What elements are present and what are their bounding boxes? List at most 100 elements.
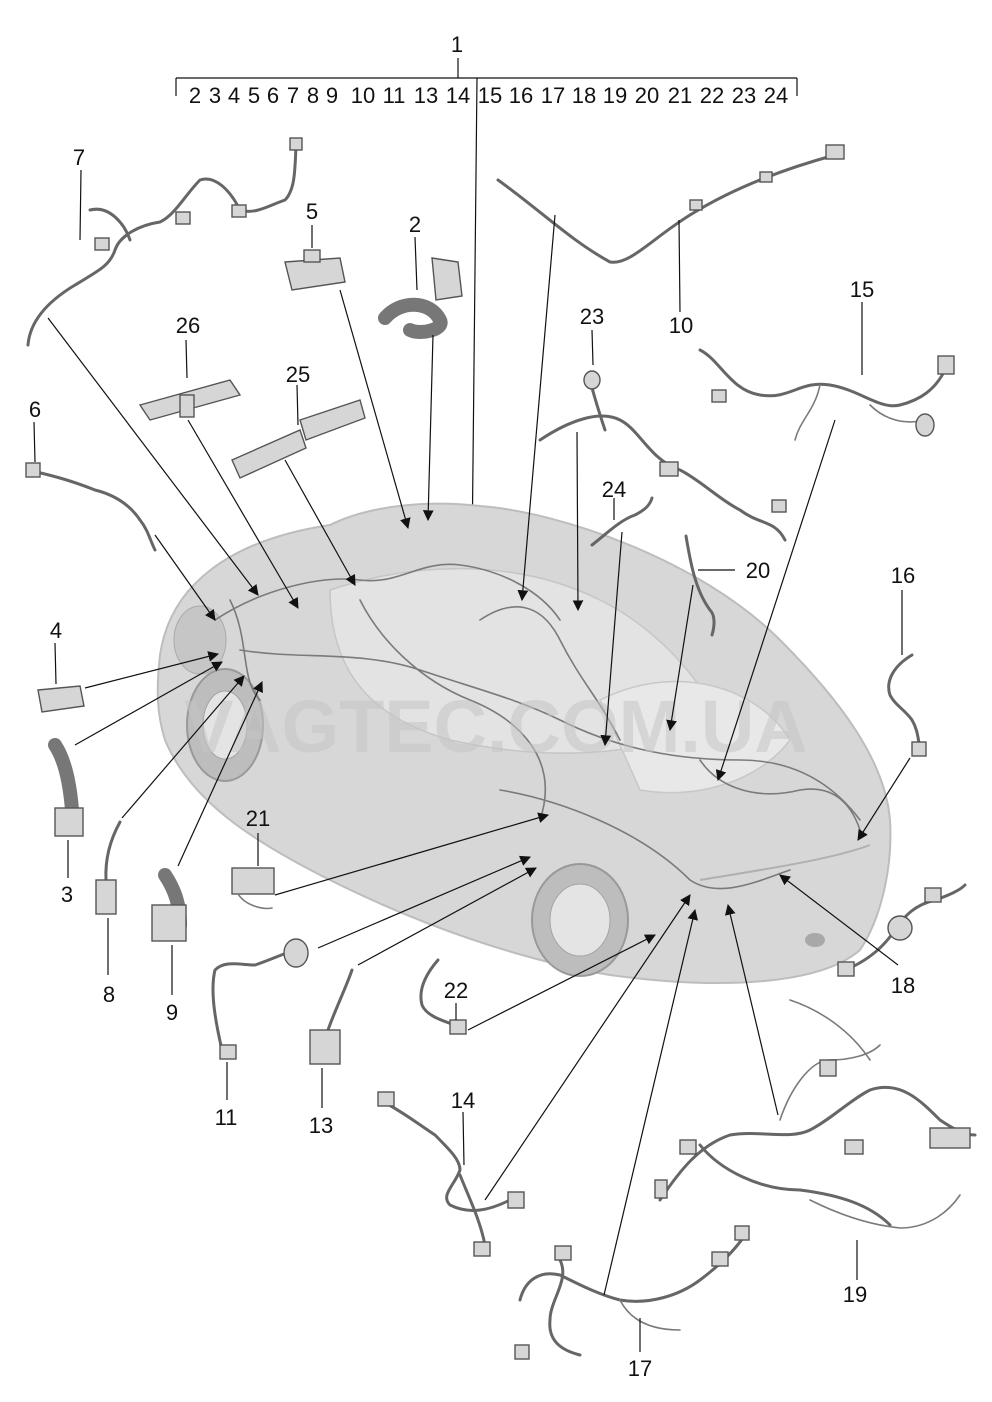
part-23-connector bbox=[659, 461, 679, 477]
part-15-wire bbox=[698, 348, 947, 408]
part-9-body bbox=[151, 904, 187, 942]
leader-19 bbox=[724, 903, 779, 1116]
part-10-clip bbox=[689, 199, 703, 211]
part-19-connector bbox=[819, 1059, 837, 1077]
part-7-connector bbox=[231, 204, 247, 218]
leader-16 bbox=[857, 757, 911, 841]
part-22-connector bbox=[449, 1019, 467, 1035]
leader-22 bbox=[467, 934, 656, 1031]
body-harness-trace bbox=[479, 606, 621, 741]
bracket-sub-label: 22 bbox=[700, 83, 724, 108]
bracket-sub-label: 8 bbox=[307, 83, 319, 108]
bracket-sub-label: 13 bbox=[414, 83, 438, 108]
leader-23-stem bbox=[591, 329, 594, 366]
part-23-connector bbox=[771, 499, 787, 513]
part-3-tube bbox=[48, 738, 79, 817]
part-2-tube bbox=[378, 297, 448, 339]
part-26-tab bbox=[179, 394, 195, 418]
bracket-sub-label: 20 bbox=[635, 83, 659, 108]
part-19-fusebox bbox=[929, 1127, 971, 1149]
leader-4-stem bbox=[54, 642, 57, 685]
car-body bbox=[156, 502, 892, 984]
part-18-wire bbox=[843, 883, 967, 972]
bracket-sub-label: 21 bbox=[668, 83, 692, 108]
part-22-wire bbox=[419, 958, 467, 1035]
leader-17 bbox=[603, 908, 699, 1296]
leader-14-stem bbox=[462, 1111, 465, 1166]
bracket-sub-label: 6 bbox=[267, 83, 279, 108]
callout-4: 4 bbox=[50, 618, 62, 643]
leader-2 bbox=[422, 334, 434, 522]
callout-9: 9 bbox=[166, 1000, 178, 1025]
callout-8: 8 bbox=[103, 982, 115, 1007]
part-18-connector bbox=[837, 961, 855, 977]
part-14-branch bbox=[458, 1173, 487, 1247]
part-19-branch bbox=[809, 1194, 961, 1229]
leader-18 bbox=[779, 874, 899, 966]
leader-4 bbox=[84, 651, 220, 689]
part-20-wire-body bbox=[684, 534, 716, 637]
part-10-connector bbox=[825, 144, 845, 160]
body-harness-trace bbox=[499, 789, 791, 890]
part-18-harness bbox=[837, 883, 967, 977]
leader-2-stem bbox=[414, 236, 418, 291]
bracket-sub-label: 23 bbox=[732, 83, 756, 108]
part-14-wire bbox=[378, 1098, 512, 1212]
body-harness-trace bbox=[214, 563, 561, 621]
part-25-right bbox=[299, 399, 366, 441]
callout-17: 17 bbox=[628, 1356, 652, 1381]
rear-bumper-line bbox=[699, 844, 871, 881]
part-7-connector bbox=[94, 237, 110, 251]
callout-7: 7 bbox=[73, 145, 85, 170]
part-13-sensor bbox=[309, 968, 354, 1065]
part-5-sensor bbox=[284, 249, 346, 291]
part-11-wire bbox=[211, 948, 297, 1052]
watermark: VAGTEC.COM.UA bbox=[184, 685, 808, 768]
callout-25: 25 bbox=[286, 362, 310, 387]
callout-13: 13 bbox=[309, 1113, 333, 1138]
part-15-connector bbox=[937, 355, 955, 375]
callout-23: 23 bbox=[580, 304, 604, 329]
bracket-sub-label: 11 bbox=[383, 83, 406, 108]
part-17-wire bbox=[518, 1233, 747, 1303]
part-15-branch bbox=[794, 384, 821, 441]
leader-7-stem bbox=[79, 169, 82, 241]
callout-15: 15 bbox=[850, 277, 874, 302]
part-17-harness bbox=[514, 1225, 750, 1360]
part-19-connector bbox=[654, 1179, 668, 1199]
leader-25-stem bbox=[296, 384, 299, 426]
part-21-wire bbox=[237, 893, 273, 910]
bracket-sub-label: 19 bbox=[603, 83, 627, 108]
callout-10: 10 bbox=[669, 313, 693, 338]
callout-26: 26 bbox=[176, 313, 200, 338]
part-10-wire bbox=[496, 153, 837, 264]
bracket-sub-label: 9 bbox=[326, 83, 338, 108]
part-7-connector bbox=[175, 211, 191, 225]
rear-deck bbox=[599, 680, 791, 794]
leader-14 bbox=[484, 894, 691, 1201]
callout-19: 19 bbox=[843, 1282, 867, 1307]
part-2-connector bbox=[431, 257, 463, 301]
part-15-plug bbox=[915, 413, 935, 437]
part-5-cap bbox=[303, 249, 321, 263]
part-4-sensor bbox=[37, 685, 85, 713]
part-17-connector bbox=[711, 1251, 729, 1267]
part-19-wire bbox=[658, 1085, 977, 1202]
part-25-left bbox=[231, 429, 307, 479]
bracket-sub-label: 16 bbox=[509, 83, 533, 108]
part-18-grommet bbox=[887, 915, 913, 941]
leader-26 bbox=[187, 419, 299, 609]
part-24-wire-body bbox=[590, 496, 654, 547]
callout-2: 2 bbox=[409, 212, 421, 237]
bracket-sub-label: 17 bbox=[541, 83, 565, 108]
part-19-connector bbox=[844, 1139, 864, 1155]
part-24-wire bbox=[590, 496, 654, 547]
part-2-hose bbox=[378, 257, 463, 339]
part-14-connector bbox=[507, 1191, 525, 1209]
body-harness-trace bbox=[239, 649, 861, 821]
part-7-branch bbox=[88, 207, 132, 242]
part-17-connector bbox=[514, 1344, 530, 1360]
bracket-sub-label: 5 bbox=[248, 83, 260, 108]
callout-14: 14 bbox=[451, 1088, 475, 1113]
